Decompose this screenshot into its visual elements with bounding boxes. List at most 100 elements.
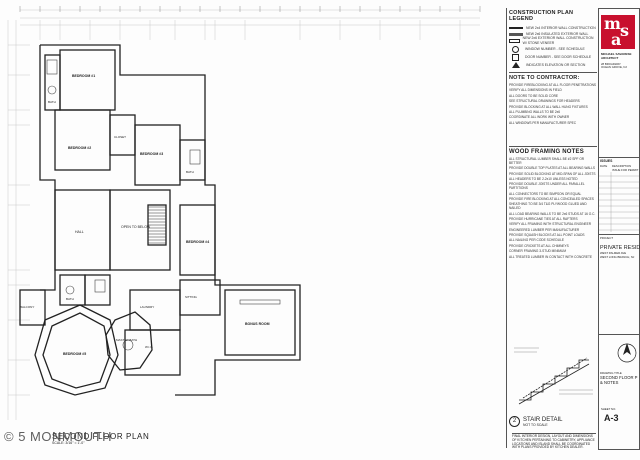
stair-detail-scale: NOT TO SCALE xyxy=(523,422,548,427)
room-label: BATH xyxy=(186,170,194,174)
note-line: PROVIDE FIRE BLOCKING AT ALL CONCEALED S… xyxy=(509,196,594,201)
stair-detail-title: STAIR DETAIL xyxy=(523,416,563,423)
revision-cell: ISSUE FOR PERMIT xyxy=(612,168,639,172)
note-line: VERIFY ALL DIMENSIONS IN FIELD xyxy=(509,88,562,93)
legend-item: INDICATES ELEVATION OR SECTION xyxy=(526,62,586,67)
note-line: ALL WINDOWS PER MANUFACTURER SPEC xyxy=(509,120,577,125)
room-label: OPEN TO BELOW xyxy=(121,225,151,229)
grid-ticks xyxy=(19,6,481,12)
note-line: ALL NAILING PER CODE SCHEDULE xyxy=(509,238,564,243)
note-line: ALL PLUMBING WALLS TO BE 2x6 xyxy=(509,109,561,114)
plan-title: SECOND FLOOR PLAN xyxy=(52,432,150,441)
contractor-notes: NOTE TO CONTRACTOR: PROVIDE FIREBLOCKING… xyxy=(509,72,597,127)
note-line: ALL CONNECTORS TO BE SIMPSON OR EQUAL xyxy=(509,191,582,196)
firm-address-line: OCEAN GROVE, NJ xyxy=(601,65,627,70)
room-label: BEDROOM #3 xyxy=(140,152,164,156)
plan-fixtures xyxy=(46,59,281,351)
drawing-title-line: SECOND FLOOR P xyxy=(600,375,638,380)
note-line: ALL DOORS TO BE SOLID CORE xyxy=(509,93,559,98)
note-line: ALL HEADERS TO BE 2-2x10 UNLESS NOTED xyxy=(509,176,578,181)
project-address-line: WEST PALMER AVE xyxy=(600,251,627,255)
note-line: ALL LOAD BEARING WALLS TO BE 2x6 STUDS A… xyxy=(509,211,596,216)
notes-panel: CONSTRUCTION PLAN LEGEND NEW 2x4 INTERIO… xyxy=(506,8,599,448)
room-label: BATH xyxy=(48,100,56,104)
legend-item: NEW 2x4 INTERIOR WALL CONSTRUCTION xyxy=(526,25,596,30)
revision-cell: DATE xyxy=(600,164,608,168)
room-label: BONUS ROOM xyxy=(245,322,270,326)
room-label: BEDROOM #2 xyxy=(68,146,92,150)
plan-walls xyxy=(19,44,301,396)
note-line: SEE STRUCTURAL DRAWINGS FOR HEADERS xyxy=(509,99,580,104)
plan-scale: SCALE: 3/16" = 1'-0" xyxy=(52,441,85,445)
firm-address: 28 BROADWAY OCEAN GROVE, NJ xyxy=(601,62,638,70)
title-block: m s a MICHAEL SAVARESE ARCHITECT 28 BROA… xyxy=(598,8,640,450)
room-label: CLOSET xyxy=(114,135,127,139)
stair-treads xyxy=(148,206,166,244)
legend-item: NEW 2x6 INSULATED EXTERIOR WALL xyxy=(526,31,589,36)
revision-table: ISSUES DATE DESCRIPTION ISSUE FOR PERMIT xyxy=(599,157,639,232)
note-line: PROVIDE HURRICANE TIES AT ALL RAFTERS xyxy=(509,216,578,221)
firm-logo: m s a xyxy=(601,15,635,49)
logo-letter: s xyxy=(620,21,630,40)
room-label: BEDROOM #5 xyxy=(63,352,87,356)
section-marker-icon xyxy=(512,62,520,68)
project-name: PRIVATE RESID xyxy=(600,245,640,251)
note-line: PROVIDE CRICKETS AT ALL CHIMNEYS xyxy=(509,243,569,248)
kitchen-footnote: FINAL INTERIOR DESIGN, LAYOUT AND DIMENS… xyxy=(512,433,596,450)
firm-address-line: 28 BROADWAY xyxy=(601,62,621,66)
logo-letter: a xyxy=(611,30,622,49)
door-tag-icon xyxy=(512,53,519,61)
room-label: MASTER BATH xyxy=(116,338,138,342)
room-label: HALL xyxy=(75,230,84,234)
room-label: SITTING xyxy=(185,295,197,299)
stair-detail-drawing xyxy=(514,347,593,405)
legend: CONSTRUCTION PLAN LEGEND NEW 2x4 INTERIO… xyxy=(509,10,597,69)
room-label: BEDROOM #4 xyxy=(186,240,210,244)
stair-detail: 2 STAIR DETAIL NOT TO SCALE xyxy=(509,338,597,433)
legend-item: WINDOW NUMBER - SEE SCHEDULE xyxy=(525,46,585,51)
framing-notes-title: WOOD FRAMING NOTES xyxy=(509,149,584,155)
note-line: PROVIDE DOUBLE TOP PLATES AT ALL BEARING… xyxy=(509,166,596,171)
note-line: PROVIDE SOLID BLOCKING AT MID-SPAN OF AL… xyxy=(509,171,596,176)
note-line: VERIFY ALL FRAMING WITH STRUCTURAL ENGIN… xyxy=(509,222,592,227)
drawing-title-block: DRAWING TITLE SECOND FLOOR P & NOTES xyxy=(599,334,639,385)
revision-cell: DESCRIPTION xyxy=(612,164,632,168)
note-line: PROVIDE DOUBLE JOISTS UNDER ALL PARALLEL… xyxy=(509,182,585,191)
legend-item: DOOR NUMBER - SEE DOOR SCHEDULE xyxy=(525,54,592,59)
watermark: © 5 MONMOUTH xyxy=(4,429,113,444)
room-label: W.I.C. xyxy=(145,345,154,349)
detail-number-icon: 2 xyxy=(509,416,520,427)
note-line: ALL STRUCTURAL LUMBER SHALL BE #2 SPF OR… xyxy=(509,157,585,165)
framing-notes: WOOD FRAMING NOTES ALL STRUCTURAL LUMBER… xyxy=(509,146,597,261)
room-label: BEDROOM #1 xyxy=(72,74,96,78)
note-line: COORDINATE ALL WORK WITH OWNER xyxy=(509,115,570,120)
sheet-label: SHEET NO. xyxy=(601,407,617,411)
project-label: PROJECT xyxy=(600,236,614,240)
logo-letter: m xyxy=(604,14,621,33)
note-line: PROVIDE BLOCKING AT ALL WALL HUNG FIXTUR… xyxy=(509,104,588,109)
revision-grid xyxy=(599,172,639,232)
revisions-label: ISSUES xyxy=(600,159,613,163)
revision-cell xyxy=(600,168,612,172)
room-label: LAUNDRY xyxy=(140,305,155,309)
legend-item: NEW 2x6 EXTERIOR WALL CONSTRUCTION W/ ST… xyxy=(522,36,594,45)
note-line: PROVIDE FIREBLOCKING AT ALL FLOOR PENETR… xyxy=(509,83,597,87)
note-line: CORNER FRAMING 3-STUD MINIMUM xyxy=(509,249,567,254)
contractor-notes-title: NOTE TO CONTRACTOR: xyxy=(509,75,580,81)
room-label: BALCONY xyxy=(20,305,35,309)
note-line: PROVIDE SQUASH BLOCKS AT ALL POINT LOADS xyxy=(509,233,585,238)
note-line: SHEATHING TO BE 3/4 T&G PLYWOOD GLUED AN… xyxy=(509,202,587,211)
plan-title-block: SECOND FLOOR PLAN SCALE: 3/16" = 1'-0" xyxy=(12,432,149,445)
dimension-grid xyxy=(7,9,480,420)
floor-plan-drawing xyxy=(7,6,481,420)
note-line: ALL TREATED LUMBER IN CONTACT WITH CONCR… xyxy=(509,254,593,259)
note-line: ENGINEERED LUMBER PER MANUFACTURER xyxy=(509,227,580,232)
drawing-title-label: DRAWING TITLE xyxy=(600,371,622,375)
window-tag-icon xyxy=(512,45,519,53)
project-address-line: WEST LONG BRANCH, NJ xyxy=(600,255,635,259)
north-arrow xyxy=(617,343,637,363)
drawing-title-line: & NOTES xyxy=(600,380,619,385)
legend-title: CONSTRUCTION PLAN LEGEND xyxy=(509,10,574,22)
room-label: BATH xyxy=(66,297,74,301)
